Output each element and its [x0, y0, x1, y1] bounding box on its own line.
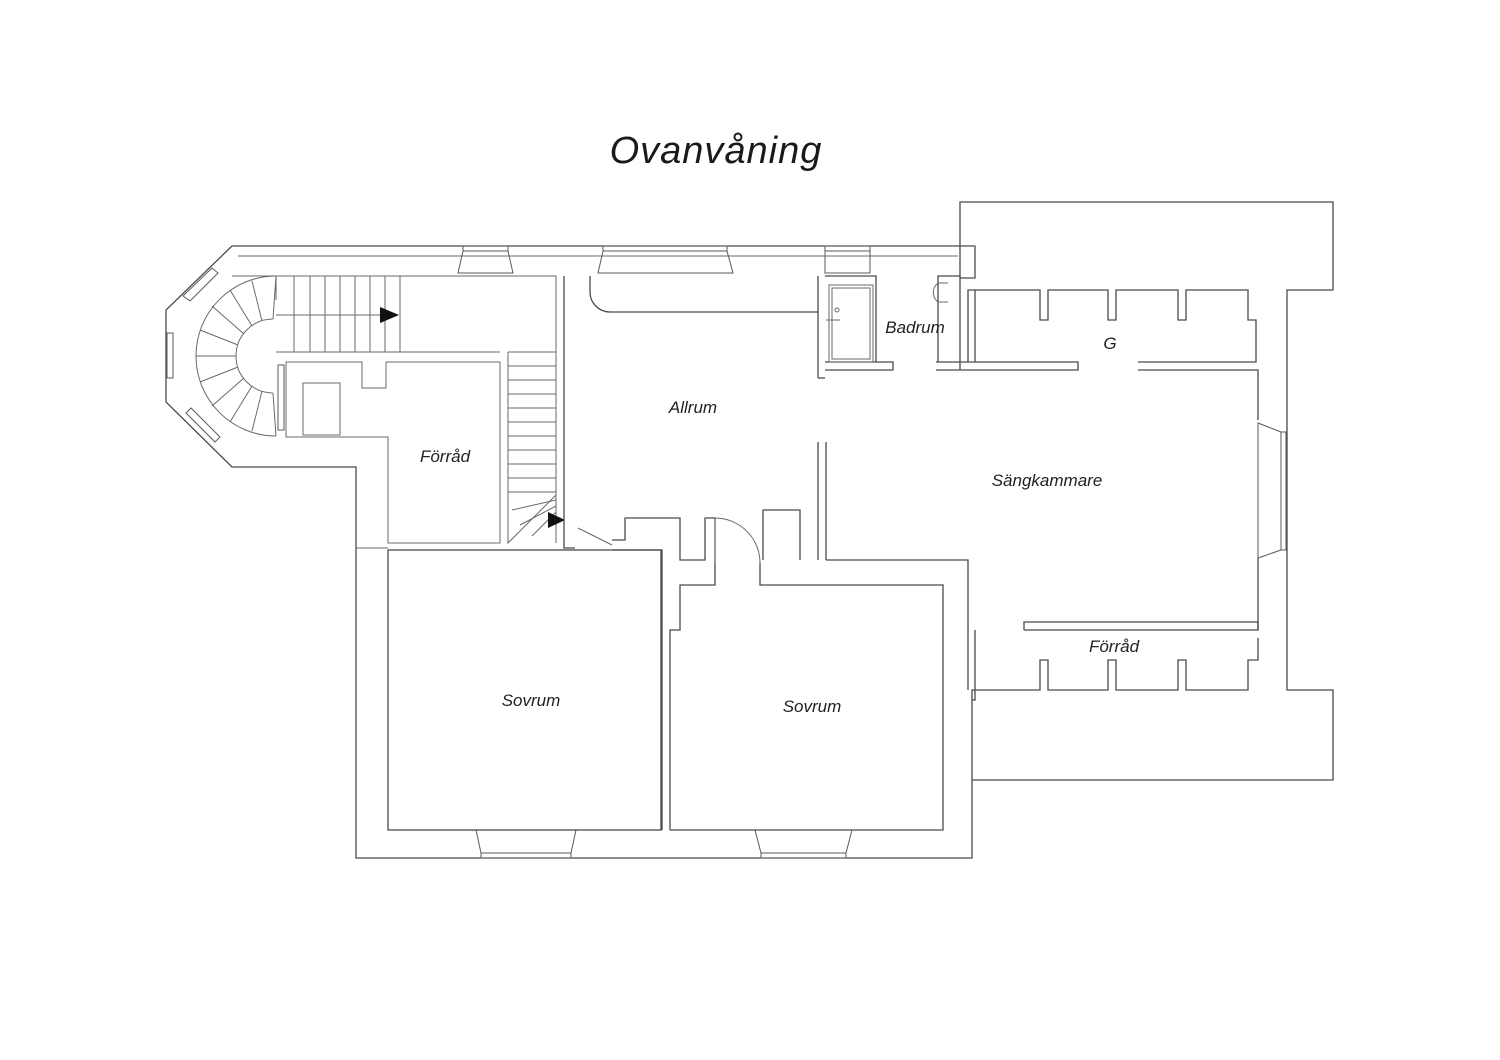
badrum — [825, 275, 961, 371]
window-top-3 — [824, 245, 871, 252]
room-label-allrum: Allrum — [668, 398, 717, 417]
stair-arrow-up-icon — [380, 307, 399, 323]
window-bottom-2 — [760, 852, 847, 859]
window-top-2 — [602, 245, 728, 252]
shower-icon — [831, 287, 871, 360]
chimney — [302, 382, 341, 436]
window-top-1 — [462, 245, 509, 252]
outer-walls — [165, 201, 1334, 859]
allrum-walls — [563, 276, 969, 831]
sangkammare-walls — [974, 558, 1259, 691]
room-label-sovrum-left: Sovrum — [502, 691, 561, 710]
window-tower-4 — [277, 364, 285, 431]
window-bottom-1 — [480, 852, 572, 859]
tower-walls — [285, 361, 501, 544]
room-label-sovrum-right: Sovrum — [783, 697, 842, 716]
room-label-g: G — [1103, 334, 1116, 353]
sovrum-left-walls — [387, 549, 662, 831]
window-tower-2 — [166, 332, 174, 379]
spiral-staircase — [195, 275, 557, 543]
window-tower-1 — [182, 267, 219, 302]
room-label-forrad-right: Förråd — [1089, 637, 1140, 656]
room-label-sangkammare: Sängkammare — [992, 471, 1103, 490]
window-right — [1280, 431, 1287, 551]
window-tower-3 — [185, 407, 221, 443]
room-label-forrad-left: Förråd — [420, 447, 471, 466]
g-closets — [936, 289, 1259, 420]
room-label-badrum: Badrum — [885, 318, 945, 337]
plan-title: Ovanvåning — [610, 130, 823, 172]
stair-arrow-down-icon — [548, 512, 565, 528]
straight-staircase — [507, 351, 565, 545]
windows — [166, 245, 1287, 859]
